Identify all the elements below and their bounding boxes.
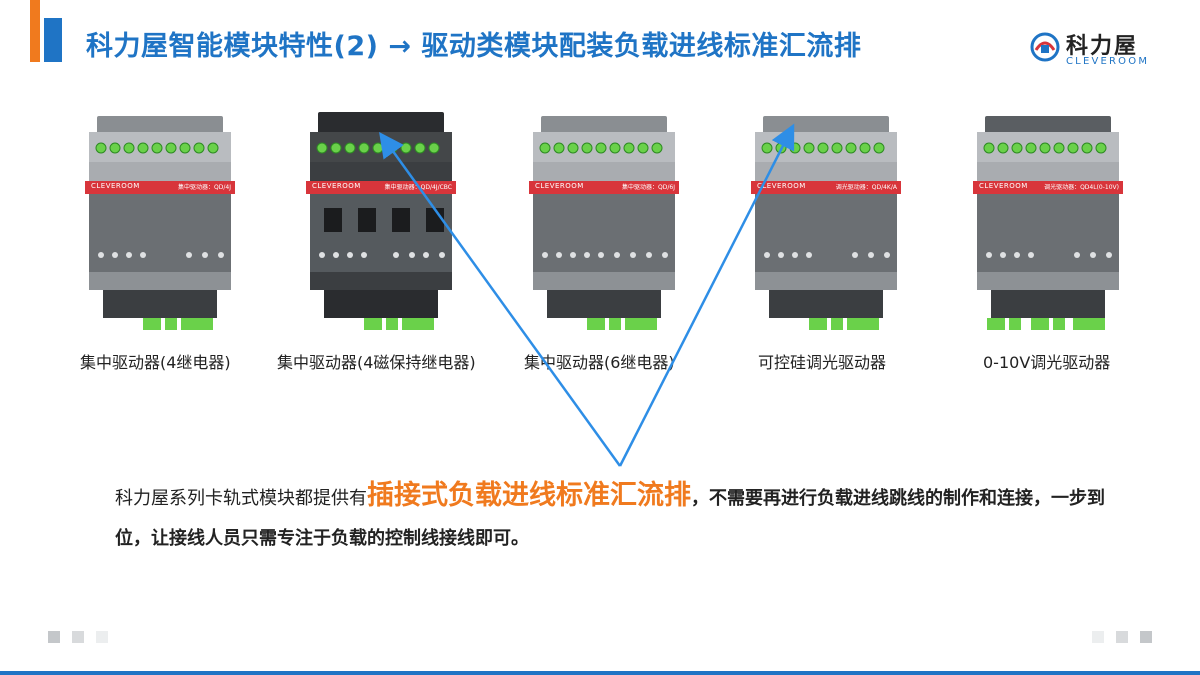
module-model: 集中驱动器：QD/6J [622, 184, 675, 191]
decor-square [1116, 631, 1128, 643]
decor-square [1140, 631, 1152, 643]
module-brand: CLEVEROOM [91, 182, 140, 190]
module-caption: 集中驱动器(4磁保持继电器) [277, 353, 476, 372]
brand-strip [85, 181, 235, 194]
brand-strip [751, 181, 901, 194]
arrow-right [618, 123, 795, 467]
module-qd-6j: CLEVEROOM 集中驱动器：QD/6J [529, 112, 679, 340]
module-caption: 集中驱动器(4继电器) [80, 353, 231, 372]
module-brand: CLEVEROOM [979, 182, 1028, 190]
description-text: 科力屋系列卡轨式模块都提供有插接式负载进线标准汇流排，不需要再进行负载进线跳线的… [115, 476, 1115, 559]
brand-strip [973, 181, 1123, 194]
accent-bar-blue [44, 18, 62, 62]
module-model: 集中驱动器：QD/4J [178, 184, 231, 191]
accent-bar-orange [30, 0, 40, 62]
logo-text-en: CLEVEROOM [1066, 56, 1150, 67]
description-part2: ，不需要再进行负载进线跳线的制作和连接，一步到位，让接线人员只需专注于负载的控制… [115, 488, 1105, 549]
page-title: 科力屋智能模块特性(2) → 驱动类模块配装负载进线标准汇流排 [86, 31, 862, 62]
description-highlight: 插接式负载进线标准汇流排 [367, 480, 691, 511]
bottom-accent-line [0, 671, 1200, 675]
module-brand: CLEVEROOM [535, 182, 584, 190]
decor-square [96, 631, 108, 643]
description-part1: 科力屋系列卡轨式模块都提供有 [115, 488, 367, 509]
module-qd-4j: CLEVEROOM 集中驱动器：QD/4J [85, 112, 235, 340]
module-model: 调光驱动器：QD/4K/A [835, 184, 897, 191]
cleveroom-logo: 科力屋 CLEVEROOM [1030, 32, 1160, 72]
logo-text-cn: 科力屋 [1066, 34, 1139, 59]
logo-mark-icon [1030, 32, 1060, 62]
decor-square [1092, 631, 1104, 643]
module-qd-4k-a: CLEVEROOM 调光驱动器：QD/4K/A [751, 112, 901, 340]
module-caption: 可控硅调光驱动器 [758, 353, 887, 372]
module-caption: 0-10V调光驱动器 [983, 353, 1111, 372]
arrow-left [379, 131, 622, 467]
decor-square [72, 631, 84, 643]
brand-strip [529, 181, 679, 194]
brand-strip [306, 181, 456, 194]
module-brand: CLEVEROOM [312, 182, 361, 190]
module-qd4l: CLEVEROOM 调光驱动器：QD4L(0-10V) [973, 112, 1123, 340]
decor-square [48, 631, 60, 643]
module-brand: CLEVEROOM [757, 182, 806, 190]
module-caption: 集中驱动器(6继电器) [524, 353, 675, 372]
module-model: 调光驱动器：QD4L(0-10V) [1044, 184, 1119, 191]
